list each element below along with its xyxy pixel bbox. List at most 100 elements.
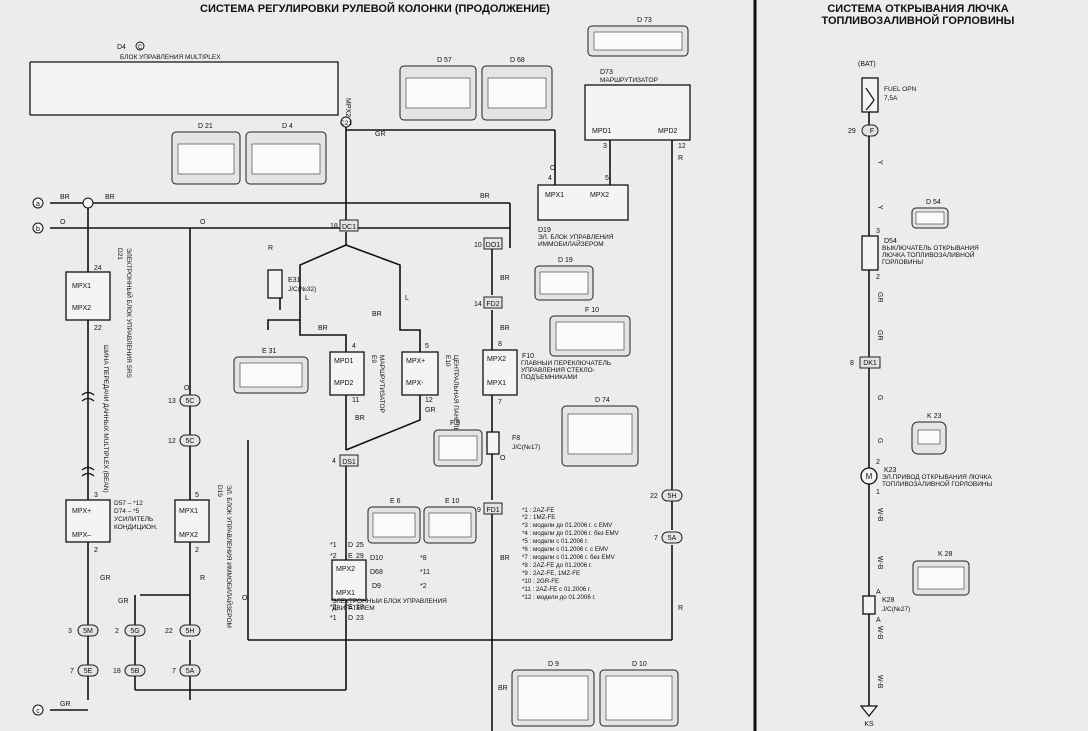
joint-num-10: 7 xyxy=(654,535,658,542)
joint-5c-2 xyxy=(179,434,201,447)
fd1-box xyxy=(483,502,503,515)
d19-top-box xyxy=(537,184,629,221)
joint-num-8: 7 xyxy=(172,668,176,675)
joint-code-3: 5M xyxy=(83,628,93,635)
d19-low-name: ЭЛ. БЛОК УПРАВЛЕНИЯ ИММОБИЛАЙЗЕРОМ xyxy=(225,485,234,628)
ecu-pin-mark-7: *1 xyxy=(330,615,337,622)
joint-5h xyxy=(179,624,201,637)
dc1-code: DC1 xyxy=(342,224,356,231)
ecu-pin-num-4: *11 xyxy=(420,569,430,576)
e9-pin2: MPD2 xyxy=(334,380,354,387)
joint-5m xyxy=(77,624,99,637)
joint-num-7: 18 xyxy=(113,668,121,675)
joint-code-2: 5C xyxy=(186,438,195,445)
notes-block: *1 : 2AZ-FE *2 : 1MZ-FE *3 : модели до 0… xyxy=(522,507,620,601)
wire-label-br-1: BR xyxy=(60,194,70,201)
d19-top-pin2: MPX2 xyxy=(590,192,609,199)
fd1-code: FD1 xyxy=(486,507,499,514)
joint-5g xyxy=(124,624,146,637)
wire-label-o-1: O xyxy=(60,219,66,226)
d19-low-ref: D19 xyxy=(216,485,223,497)
k28-name: J/C(№27) xyxy=(882,606,910,613)
wire-label-br-low: BR xyxy=(355,415,365,422)
f10-ref: F10 xyxy=(522,353,534,360)
d19-low-n1: 5 xyxy=(195,492,199,499)
joint-5a-right xyxy=(661,531,683,544)
thumb-label-d10: D 10 xyxy=(632,661,647,668)
note-7: *7 : модели с 01.2006 г. без EMV xyxy=(522,554,616,561)
thumb-f10: F 10 xyxy=(549,307,631,357)
e9-name: МАРШРУТИЗАТОР xyxy=(378,355,385,413)
d19-low-immobilizer: MPX1 MPX2 5 2 D19 ЭЛ. БЛОК УПРАВЛЕНИЯ ИМ… xyxy=(174,485,234,628)
right-title-line-2: ТОПЛИВОЗАЛИВНОЙ ГОРЛОВИНЫ xyxy=(822,14,1015,27)
wire-label-br-2: BR xyxy=(105,194,115,201)
d21-pin2: MPX2 xyxy=(72,305,91,312)
wire-label-o-bottom: O xyxy=(242,595,248,602)
f8-box xyxy=(486,431,500,455)
k23-n1: 2 xyxy=(876,459,880,466)
ecu-pin-num-3: *8 xyxy=(420,555,427,562)
d73-pin-mpd2: MPD2 xyxy=(658,128,678,135)
k23-n2: 1 xyxy=(876,489,880,496)
note-4: *4 : модели до 01.2006 г. без EMV xyxy=(522,530,620,537)
note-3: *3 : модели до 01.2006 г. с EMV xyxy=(522,522,613,529)
fuse-joint-code: F xyxy=(870,128,874,135)
joint-code-5: 5H xyxy=(186,628,195,635)
d4-box xyxy=(29,61,339,116)
d21-box xyxy=(65,271,111,321)
thumb-e31: E 31 xyxy=(233,348,309,394)
fuel-lid-circuit: (BAT) FUEL OPN 7,5A 29 F Y Y 3 2 D54 ВЫК… xyxy=(848,61,992,728)
thumb-label-e10: E 10 xyxy=(445,498,460,505)
do1-num: 10 xyxy=(474,242,482,249)
ds1-connector: 4 DS1 xyxy=(332,454,359,467)
joint-num-9: 22 xyxy=(650,493,658,500)
d73-ref: D73 xyxy=(600,69,613,76)
d54-name: ВЫКЛЮЧАТЕЛЬ ОТКРЫВАНИЯ ЛЮЧКА ТОПЛИВОЗАЛИ… xyxy=(882,245,979,266)
wire-label-wb-4: W-B xyxy=(876,675,883,689)
d73-router: D73 МАРШРУТИЗАТОР MPD1 MPD2 3 12 4 5 xyxy=(548,69,691,182)
thumb-d68: D 68 xyxy=(481,57,553,121)
ecu-pin-code-1: D xyxy=(348,542,353,549)
d54-box xyxy=(861,235,879,271)
thumb-label-d68: D 68 xyxy=(510,57,525,64)
thumb-label-f10: F 10 xyxy=(585,307,599,314)
bus-junction xyxy=(82,197,94,209)
bus-letter-a: a xyxy=(36,201,40,208)
d73-box xyxy=(584,84,691,141)
ecu-pin-code-7: D xyxy=(348,615,353,622)
ecu-pin-mark-6: *2 xyxy=(330,604,337,611)
joint-num-5: 22 xyxy=(165,628,173,635)
d73-n3: 3 xyxy=(603,143,607,150)
ds1-code: DS1 xyxy=(342,459,356,466)
d21-n1: 24 xyxy=(94,265,102,272)
ecu-pin1: MPX2 xyxy=(336,566,355,573)
thumb-label-e6: E 6 xyxy=(390,498,401,505)
joint-code-8: 5A xyxy=(186,668,195,675)
joint-code-9: 5H xyxy=(668,493,677,500)
dc1-num: 18 xyxy=(330,223,338,230)
e9-router: MPD1 MPD2 4 11 E9 МАРШРУТИЗАТОР xyxy=(329,343,385,413)
ecu-pin-code-6: E xyxy=(348,604,353,611)
thumb-label-d54: D 54 xyxy=(926,199,941,206)
d57-refs: D57 – *12 D74 – *5 xyxy=(114,500,143,515)
d54-n2: 2 xyxy=(876,274,880,281)
e9-pin1: MPD1 xyxy=(334,358,354,365)
wire-label-gr-e10: GR xyxy=(425,407,436,414)
joint-num-3: 3 xyxy=(68,628,72,635)
fuse-joint-num: 29 xyxy=(848,128,856,135)
wire-label-g-1: G xyxy=(876,395,883,400)
thumb-k23: K 23 xyxy=(911,413,947,455)
d4-jc: C21 xyxy=(340,120,352,127)
d21-n2: 22 xyxy=(94,325,102,332)
thumb-d10: D 10 xyxy=(599,661,679,727)
left-title: СИСТЕМА РЕГУЛИРОВКИ РУЛЕВОЙ КОЛОНКИ (ПРО… xyxy=(200,2,550,15)
wire-labels: BR BR O O GR BR R L L BR BR GR BR GR GR … xyxy=(60,131,683,708)
d73-n4: 4 xyxy=(548,175,552,182)
d73-n5: 5 xyxy=(605,175,609,182)
d19-low-box xyxy=(174,499,210,543)
ecu-pin-code-3: D10 xyxy=(370,555,383,562)
d4-pin-mpx2: MPX2 xyxy=(344,98,351,117)
joint-num-6: 7 xyxy=(70,668,74,675)
fuse-name: FUEL OPN xyxy=(884,86,917,93)
e9-n1: 4 xyxy=(352,343,356,350)
